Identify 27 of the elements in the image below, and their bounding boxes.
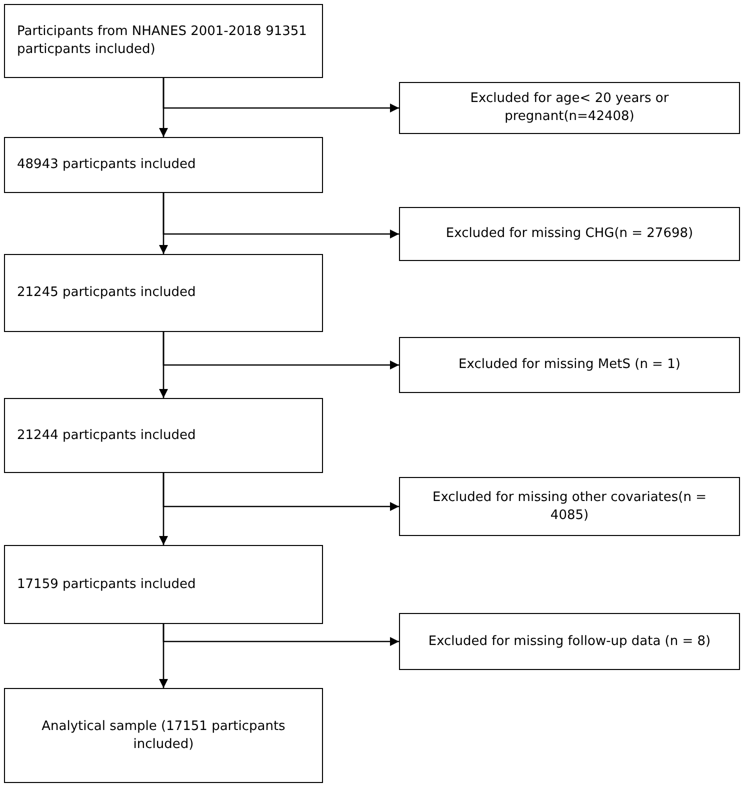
box-text: Analytical sample (17151 particpants included) <box>40 718 286 754</box>
arrow <box>162 473 399 511</box>
box-text: 17159 particpants included <box>17 576 196 594</box>
box-text: 48943 particpants included <box>17 156 196 174</box>
process-box <box>4 254 323 332</box>
process-box <box>399 337 740 393</box>
process-box <box>4 398 323 473</box>
box-text: Excluded for age< 20 years or pregnant(n=42408) <box>469 90 670 126</box>
arrow <box>162 332 399 370</box>
box-text: Excluded for missing follow-up data (n = 8) <box>428 632 711 650</box>
box-text: Excluded for missing MetS (n = 1) <box>458 356 680 374</box>
process-box <box>4 688 323 783</box>
process-box <box>399 613 740 670</box>
process-box <box>4 4 323 78</box>
process-box <box>399 207 740 261</box>
arrow <box>162 624 399 646</box>
process-box <box>399 82 740 134</box>
box-text: Excluded for missing other covariates(n = 4085) <box>431 488 708 524</box>
arrow <box>162 78 399 112</box>
process-box <box>4 545 323 624</box>
box-text: Excluded for missing CHG(n = 27698) <box>446 225 694 243</box>
process-box <box>4 137 323 193</box>
box-text: 21244 particpants included <box>17 426 196 444</box>
box-text: 21245 particpants included <box>17 284 196 302</box>
process-box <box>399 477 740 536</box>
arrow <box>162 193 399 238</box>
box-text: Participants from NHANES 2001-2018 91351 particpants included) <box>17 23 308 59</box>
